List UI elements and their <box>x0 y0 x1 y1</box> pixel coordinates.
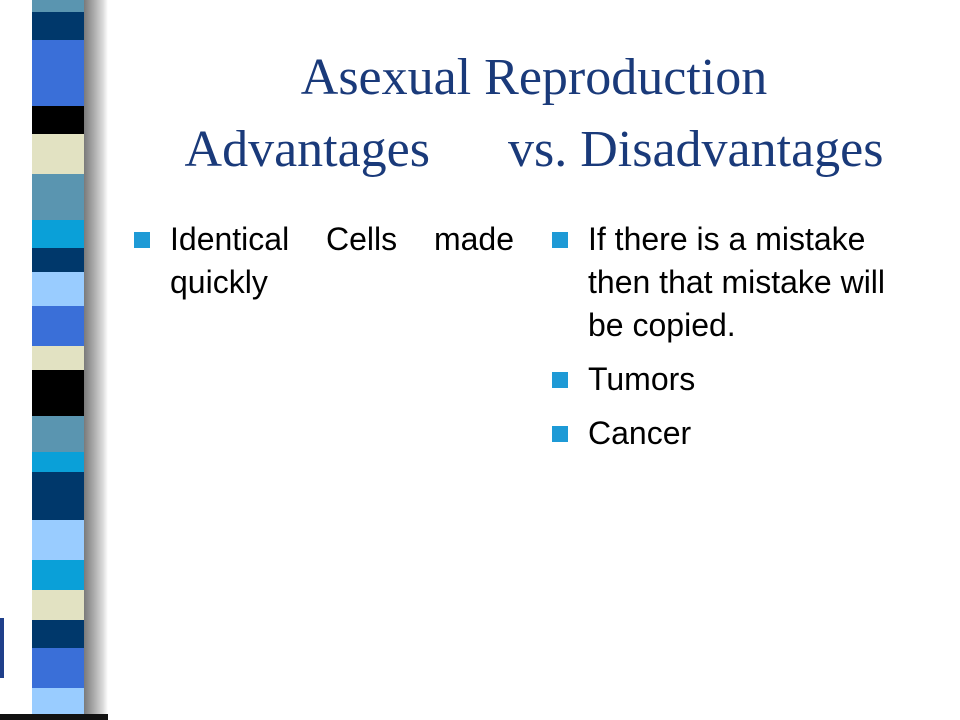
strip-left-accent <box>0 618 4 678</box>
strip-color-blocks <box>32 0 86 720</box>
strip-block <box>32 346 86 370</box>
list-item-text: If there is a mistake then that mistake … <box>588 221 886 343</box>
advantages-list: Identical Cells made quickly <box>134 218 514 304</box>
decorative-side-strip <box>0 0 108 720</box>
strip-block <box>32 370 86 416</box>
strip-block <box>32 220 86 248</box>
strip-block <box>32 648 86 688</box>
strip-block <box>32 620 86 648</box>
square-bullet-icon <box>552 426 568 442</box>
strip-block <box>32 174 86 220</box>
slide-title: Asexual Reproduction Advantages vs. Disa… <box>108 42 960 186</box>
strip-block <box>32 452 86 472</box>
strip-block <box>32 520 86 560</box>
square-bullet-icon <box>552 232 568 248</box>
list-item-text: Identical Cells made quickly <box>170 221 514 300</box>
strip-block <box>32 134 86 174</box>
strip-left-edge <box>0 0 32 720</box>
square-bullet-icon <box>552 372 568 388</box>
strip-block <box>32 472 86 520</box>
strip-block <box>32 272 86 306</box>
strip-block <box>32 70 86 106</box>
strip-block <box>32 416 86 452</box>
advantages-column: Identical Cells made quickly <box>134 218 514 315</box>
strip-shadow <box>84 0 108 720</box>
strip-block <box>32 560 86 590</box>
list-item: Tumors <box>552 358 922 401</box>
strip-block <box>32 12 86 40</box>
list-item-text: Cancer <box>588 415 692 451</box>
square-bullet-icon <box>134 232 150 248</box>
disadvantages-column: If there is a mistake then that mistake … <box>552 218 922 466</box>
strip-block <box>32 106 86 134</box>
list-item-text: Tumors <box>588 361 696 397</box>
slide-title-line2: Advantages vs. Disadvantages <box>184 121 884 178</box>
strip-block <box>32 248 86 272</box>
strip-block <box>32 40 86 70</box>
list-item: If there is a mistake then that mistake … <box>552 218 922 347</box>
strip-block <box>32 0 86 12</box>
slide-title-line1: Asexual Reproduction <box>300 49 768 106</box>
strip-bottom-line <box>0 714 108 720</box>
strip-block <box>32 590 86 620</box>
list-item: Identical Cells made quickly <box>134 218 514 304</box>
strip-block <box>32 306 86 346</box>
disadvantages-list: If there is a mistake then that mistake … <box>552 218 922 455</box>
list-item: Cancer <box>552 412 922 455</box>
